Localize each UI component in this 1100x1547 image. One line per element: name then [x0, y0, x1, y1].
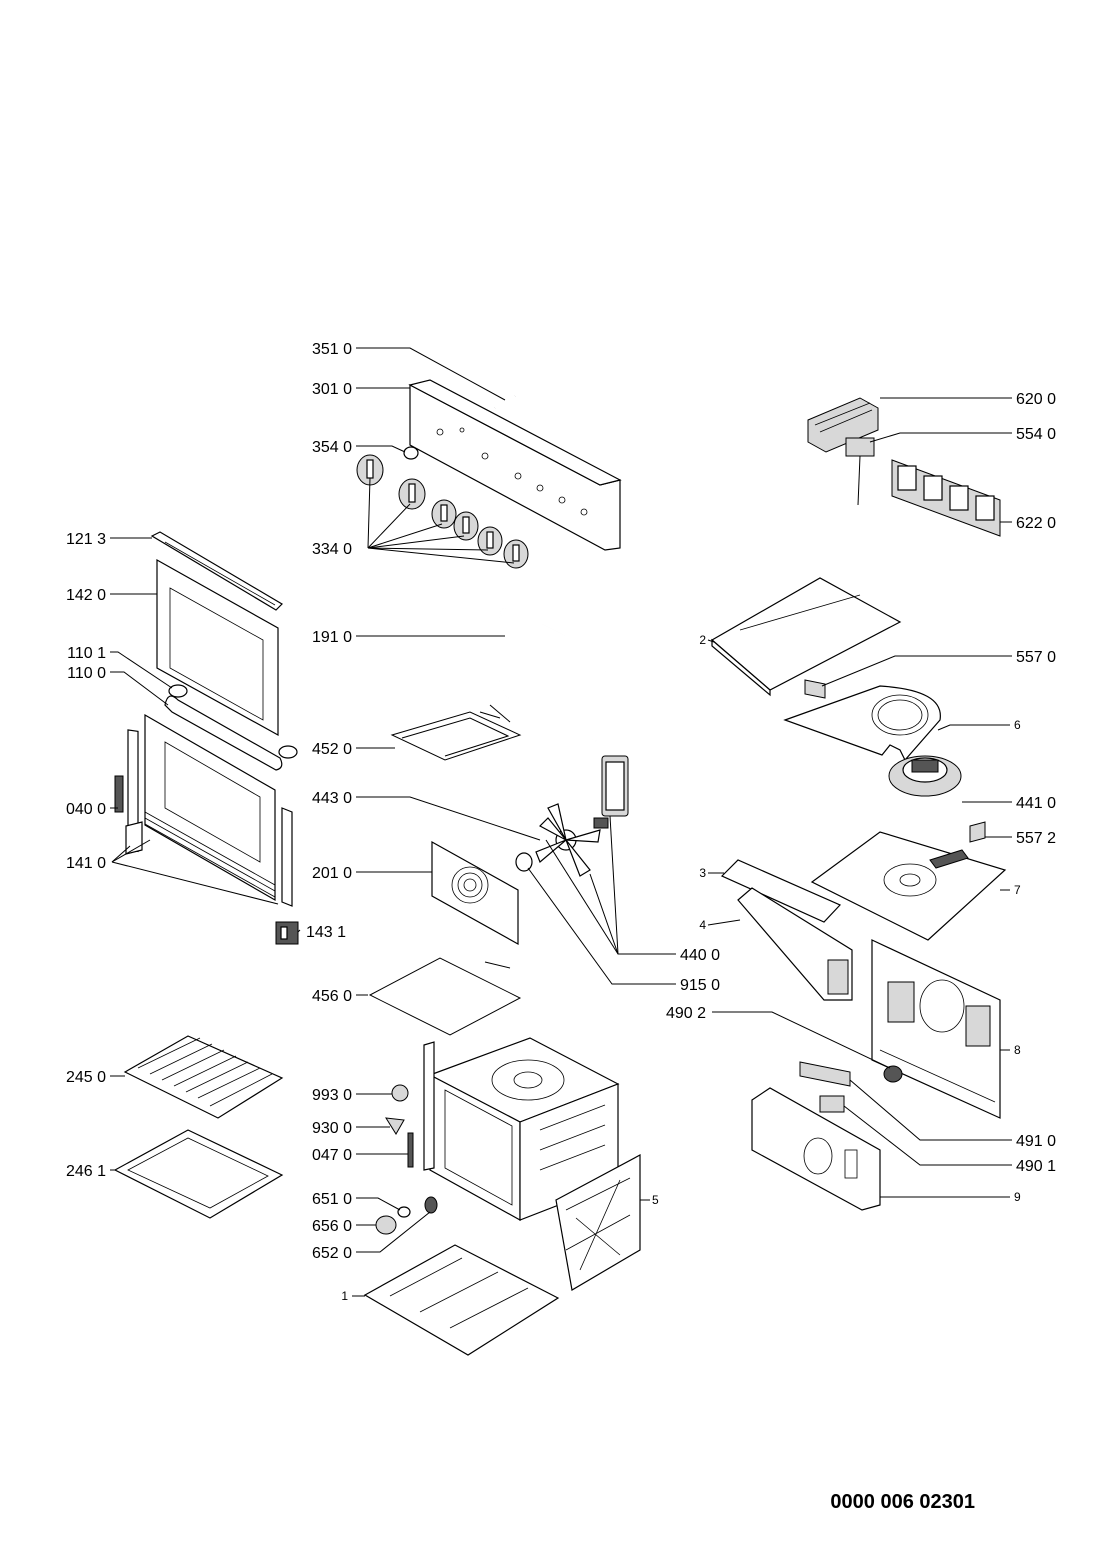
- part-small-parts-left: [375, 1084, 438, 1235]
- part-channel-4: [737, 887, 853, 1001]
- part-rack-245: [123, 1035, 284, 1119]
- label-5: 5: [652, 1193, 659, 1207]
- part-connector-490-1: [819, 1095, 845, 1113]
- label-040-0: 040 0: [66, 801, 106, 818]
- part-rear-plate-9: [751, 1087, 881, 1211]
- part-top-cover-2: [710, 577, 902, 697]
- label-440-0: 440 0: [680, 947, 720, 964]
- part-door-trim-121: [150, 531, 283, 611]
- label-3: 3: [699, 866, 706, 880]
- label-191-0: 191 0: [312, 629, 352, 646]
- part-lower-element-456: [368, 957, 522, 1036]
- label-652-0: 652 0: [312, 1245, 352, 1262]
- label-245-0: 245 0: [66, 1069, 106, 1086]
- part-bracket-557-2: [969, 821, 986, 843]
- label-143-1: 143 1: [306, 924, 346, 941]
- part-inner-door-141: [125, 713, 293, 907]
- part-plate-7: [810, 831, 1007, 941]
- label-334-0: 334 0: [312, 541, 352, 558]
- label-452-0: 452 0: [312, 741, 352, 758]
- part-fan-housing-6: [783, 685, 941, 762]
- label-554-0: 554 0: [1016, 426, 1056, 443]
- label-351-0: 351 0: [312, 341, 352, 358]
- label-246-1: 246 1: [66, 1163, 106, 1180]
- part-terminal-491: [799, 1061, 851, 1087]
- label-142-0: 142 0: [66, 587, 106, 604]
- label-047-0: 047 0: [312, 1147, 352, 1164]
- part-grill-element-452: [390, 704, 522, 761]
- part-channel-3: [720, 859, 842, 923]
- label-7: 7: [1014, 883, 1021, 897]
- label-201-0: 201 0: [312, 865, 352, 882]
- label-301-0: 301 0: [312, 381, 352, 398]
- part-bottom-plate-1: [363, 1244, 560, 1356]
- label-490-1: 490 1: [1016, 1158, 1056, 1175]
- leader-lines: [110, 347, 1012, 1297]
- label-930-0: 930 0: [312, 1120, 352, 1137]
- part-tray-246: [113, 1129, 284, 1219]
- label-915-0: 915 0: [680, 977, 720, 994]
- label-557-0: 557 0: [1016, 649, 1056, 666]
- part-nut-915: [515, 852, 533, 872]
- label-8: 8: [1014, 1043, 1021, 1057]
- label-121-3: 121 3: [66, 531, 106, 548]
- label-456-0: 456 0: [312, 988, 352, 1005]
- part-control-panel-301: [408, 379, 622, 551]
- part-labels: 351 0 301 0 354 0 334 0 121 3 142 0 191 …: [66, 341, 1056, 1513]
- label-354-0: 354 0: [312, 439, 352, 456]
- label-620-0: 620 0: [1016, 391, 1056, 408]
- label-993-0: 993 0: [312, 1087, 352, 1104]
- part-bracket-557-0: [804, 679, 826, 699]
- part-clip-143: [275, 921, 299, 945]
- label-443-0: 443 0: [312, 790, 352, 807]
- label-141-0: 141 0: [66, 855, 106, 872]
- label-110-0: 110 0: [67, 665, 106, 682]
- label-441-0: 441 0: [1016, 795, 1056, 812]
- label-1: 1: [341, 1289, 348, 1303]
- part-door-handle-110: [164, 684, 298, 771]
- part-fan-cover-201: [431, 840, 519, 946]
- part-fan-motor-443: [593, 755, 629, 829]
- part-fuse-490-2: [883, 1065, 903, 1083]
- part-fan-441: [888, 755, 962, 797]
- label-491-0: 491 0: [1016, 1133, 1056, 1150]
- part-back-panel-8: [871, 939, 1001, 1119]
- label-4: 4: [699, 918, 706, 932]
- label-656-0: 656 0: [312, 1218, 352, 1235]
- part-door-seal-191: [499, 606, 608, 743]
- part-fan-blade-440: [535, 803, 601, 877]
- part-switch-block-622: [891, 459, 1001, 537]
- label-651-0: 651 0: [312, 1191, 352, 1208]
- part-knobs-334: [356, 454, 529, 569]
- label-110-1: 110 1: [67, 645, 106, 662]
- part-door-glass-142: [156, 558, 279, 737]
- document-code: 0000 006 02301: [830, 1491, 975, 1513]
- label-9: 9: [1014, 1190, 1021, 1204]
- label-6: 6: [1014, 718, 1021, 732]
- part-switch-620: [807, 397, 879, 453]
- label-557-2: 557 2: [1016, 830, 1056, 847]
- part-lamp-354: [403, 446, 419, 460]
- part-thermostat-554: [845, 437, 875, 506]
- label-490-2: 490 2: [666, 1005, 706, 1022]
- part-side-panel-5: [555, 1153, 641, 1291]
- label-2: 2: [699, 633, 706, 647]
- label-622-0: 622 0: [1016, 515, 1056, 532]
- part-pin-351: [494, 395, 516, 409]
